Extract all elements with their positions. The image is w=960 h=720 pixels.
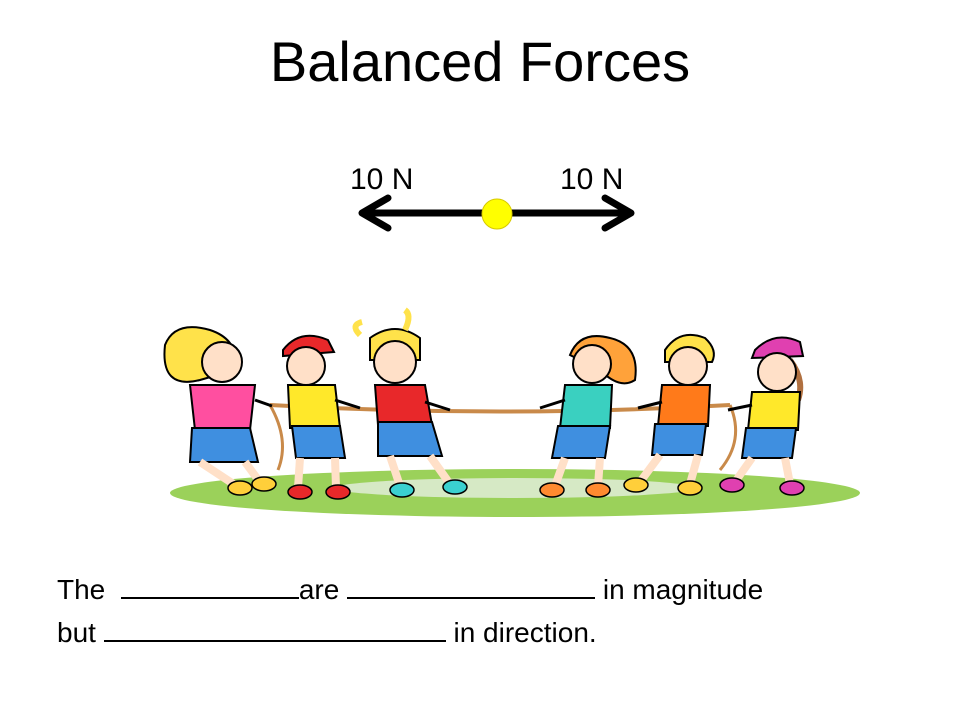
kid-2 [282, 334, 361, 500]
kid-3 [352, 307, 468, 498]
kid-5 [623, 334, 715, 496]
left-arrowhead [358, 194, 392, 232]
kid-4 [539, 335, 637, 498]
sentence-text-the: The [57, 574, 114, 605]
sentence-text-but: but [57, 617, 104, 648]
answer-blank-1[interactable] [120, 573, 299, 599]
slide-title: Balanced Forces [269, 30, 691, 93]
sentence-text-in-magnitude: in magnitude [595, 574, 764, 605]
object-ball [481, 198, 513, 230]
sentence-text-in-direction: in direction. [445, 617, 597, 648]
fill-in-sentence-line-1: The are in magnitude [57, 573, 763, 607]
sentence-text-are: are [298, 574, 348, 605]
answer-blank-2[interactable] [347, 573, 596, 599]
right-arrowhead [601, 194, 635, 232]
answer-blank-3[interactable] [103, 616, 446, 642]
kid-6 [719, 336, 805, 496]
fill-in-sentence-line-2: but in direction. [57, 616, 597, 650]
left-force-label: 10 N [350, 163, 414, 196]
kid-1 [163, 326, 277, 496]
right-force-label: 10 N [560, 163, 624, 196]
